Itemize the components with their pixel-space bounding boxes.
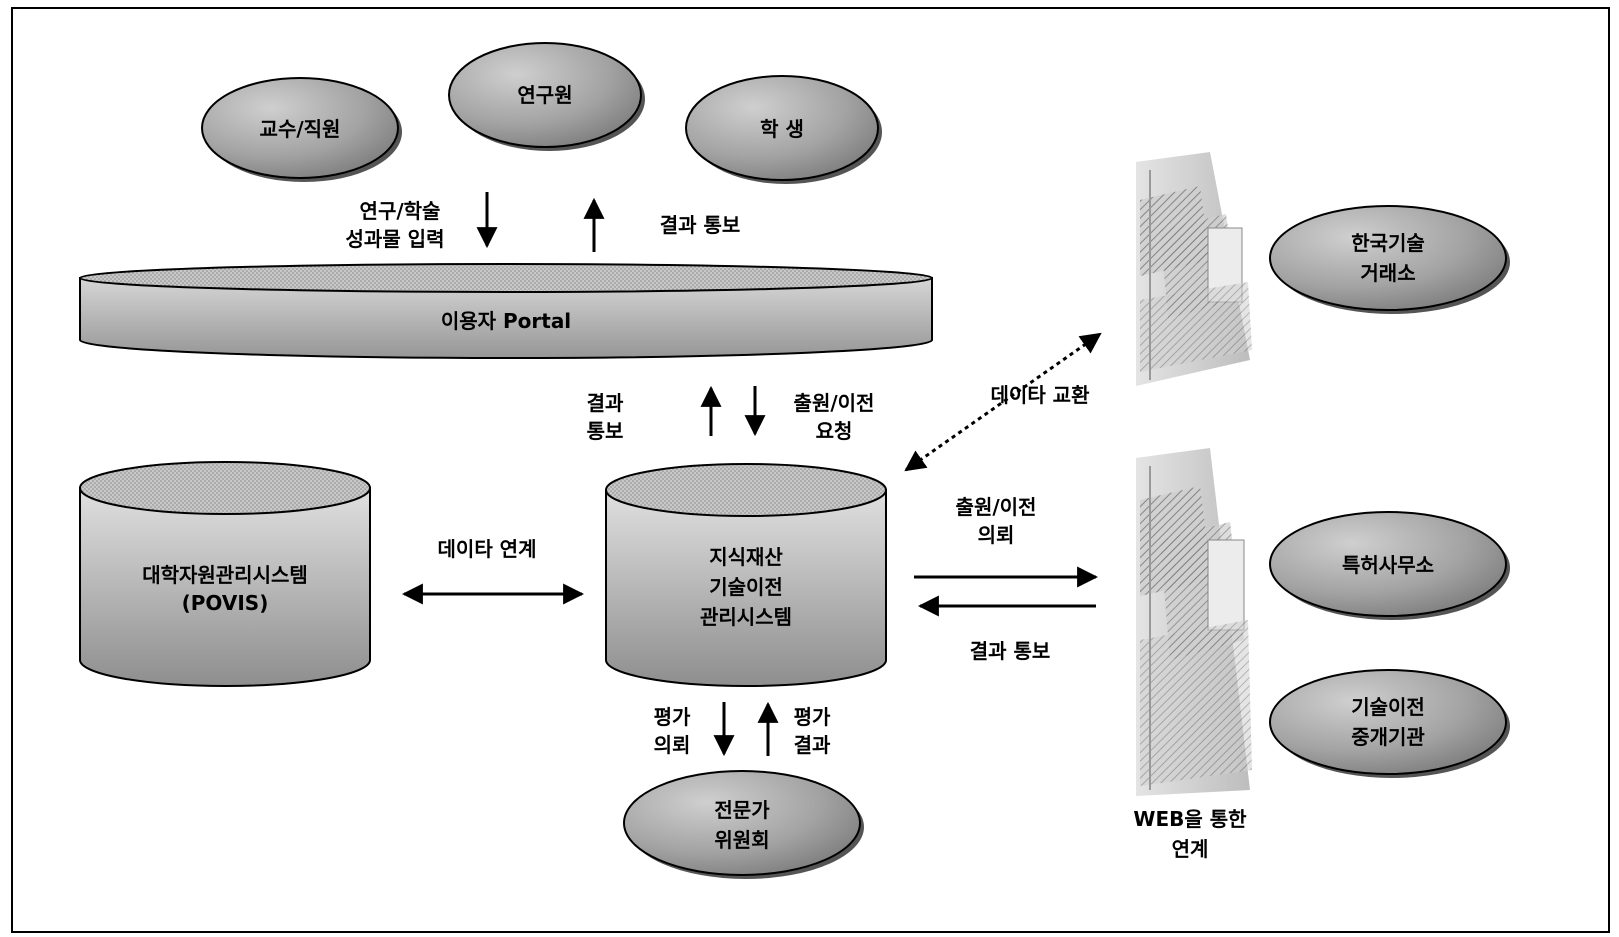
- eval-request-line2: 의뢰: [654, 733, 691, 757]
- middle-result-line1: 결과: [587, 391, 624, 415]
- web-link-line2: 연계: [1172, 837, 1209, 861]
- right-request-line2: 의뢰: [978, 523, 1015, 547]
- data-link-label: 데이타 연계: [438, 537, 537, 561]
- povis-label-line2: (POVIS): [182, 591, 269, 615]
- user-portal: 이용자 Portal: [79, 263, 933, 359]
- right-request-line1: 출원/이전: [956, 495, 1037, 519]
- ip-system-line2: 기술이전: [709, 575, 783, 599]
- korea-tech-exchange: 한국기술 거래소: [1269, 205, 1510, 314]
- right-result-label: 결과 통보: [970, 639, 1051, 663]
- middle-request-line1: 출원/이전: [794, 391, 875, 415]
- web-screenshot-bottom: [1136, 448, 1252, 796]
- tech-transfer-agency: 기술이전 중개기관: [1269, 669, 1510, 778]
- user-portal-label: 이용자 Portal: [441, 309, 571, 333]
- povis-label-line1: 대학자원관리시스템: [142, 563, 308, 587]
- actor-student-label: 학 생: [760, 117, 804, 141]
- eval-result-line2: 결과: [794, 733, 831, 757]
- ip-system-line3: 관리시스템: [700, 605, 792, 629]
- eval-request-line1: 평가: [654, 705, 691, 729]
- web-link-line1: WEB을 통한: [1133, 807, 1247, 831]
- web-screenshot-top: [1136, 152, 1252, 386]
- data-exchange-label: 데이타 교환: [991, 383, 1091, 407]
- povis-cylinder: 대학자원관리시스템 (POVIS): [79, 461, 371, 687]
- ip-management-cylinder: 지식재산 기술이전 관리시스템: [605, 463, 887, 687]
- krtx-line2: 거래소: [1360, 261, 1415, 285]
- middle-request-line2: 요청: [816, 419, 853, 443]
- input-label-line1: 연구/학술: [360, 199, 441, 223]
- actor-researcher: 연구원: [448, 42, 645, 151]
- committee-line2: 위원회: [714, 828, 769, 852]
- top-result-notice-label: 결과 통보: [660, 213, 741, 237]
- actor-professor-staff-label: 교수/직원: [260, 117, 341, 141]
- input-label-line2: 성과물 입력: [346, 227, 445, 251]
- actor-student: 학 생: [685, 75, 882, 184]
- actor-professor-staff: 교수/직원: [201, 77, 402, 182]
- expert-committee: 전문가 위원회: [623, 770, 864, 879]
- ip-system-line1: 지식재산: [709, 545, 783, 569]
- middle-result-line2: 통보: [587, 419, 624, 443]
- krtx-line1: 한국기술: [1351, 231, 1425, 255]
- transfer-agency-line2: 중개기관: [1351, 725, 1425, 749]
- transfer-agency-line1: 기술이전: [1351, 695, 1425, 719]
- eval-result-line1: 평가: [794, 705, 831, 729]
- diagram-frame: [11, 7, 1610, 933]
- actor-researcher-label: 연구원: [517, 83, 572, 107]
- patent-office: 특허사무소: [1269, 511, 1510, 620]
- committee-line1: 전문가: [714, 798, 770, 822]
- patent-office-label: 특허사무소: [1342, 553, 1434, 577]
